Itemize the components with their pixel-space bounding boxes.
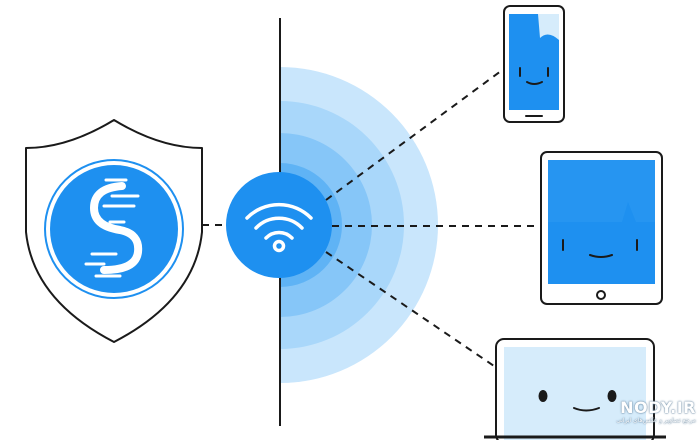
speedify-s-logo-icon <box>84 178 143 278</box>
watermark-main-text: NODY.IR <box>620 398 696 417</box>
smartphone-face <box>519 67 549 85</box>
logo-ring <box>44 159 184 299</box>
connector-wifi-to-laptop <box>325 251 498 369</box>
wifi-hub-disc <box>226 172 332 278</box>
wifi-hub <box>226 172 332 278</box>
watermark-sub-text: مرجع تصاویر و عکس‌های ایرانی <box>616 417 696 424</box>
wifi-icon <box>245 202 313 253</box>
tablet-screen-shine <box>548 160 655 222</box>
smartphone-screen-shine <box>538 14 559 40</box>
tablet-face <box>562 239 638 258</box>
laptop <box>484 338 666 440</box>
laptop-face <box>538 390 617 412</box>
smartphone <box>503 5 565 123</box>
tablet-home-button <box>596 290 606 300</box>
tablet <box>540 151 663 305</box>
laptop-screen <box>504 347 646 440</box>
shield <box>25 119 203 343</box>
watermark: NODY.IR مرجع تصاویر و عکس‌های ایرانی <box>608 400 696 425</box>
connection-lines <box>202 67 540 369</box>
connector-wifi-to-phone <box>325 67 506 201</box>
